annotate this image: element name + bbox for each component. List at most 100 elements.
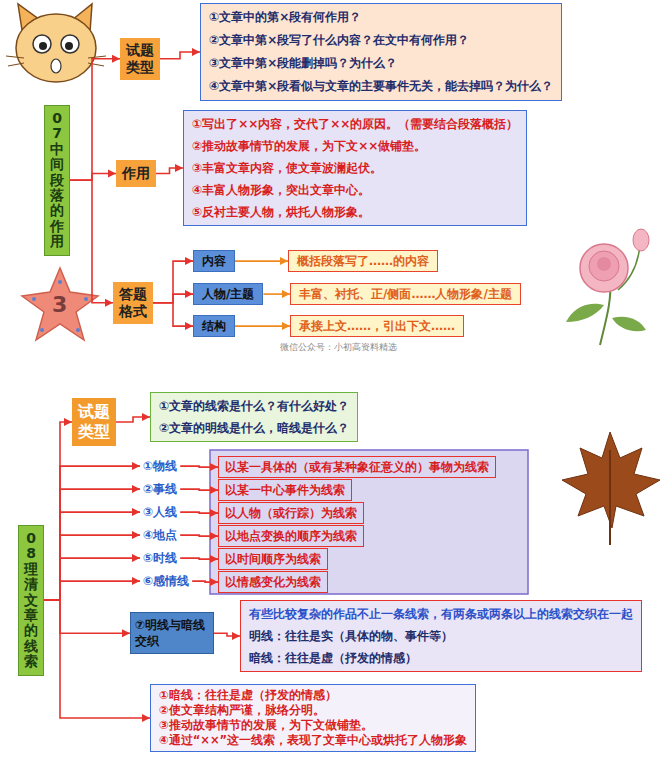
answer-box: 概括段落写了……的内容: [288, 250, 438, 272]
connector-arrow: [214, 633, 240, 636]
node-text: ⑥感情线: [143, 573, 189, 589]
maple-leaf-illustration: [562, 432, 660, 545]
connector-arrow: [70, 180, 113, 303]
answer-box: 丰富、衬托、正/侧面……人物形象/主题: [290, 283, 521, 305]
summary-box: ①暗线：往往是虚（抒发的情感）②使文章结构严谨，脉络分明。③推动故事情节的发展，…: [150, 684, 476, 752]
topic-box: 07中间段落的作用: [44, 105, 70, 256]
clue-type: ③人线: [140, 502, 180, 522]
node-text: ②使文章结构严谨，脉络分明。: [159, 703, 467, 718]
node-text: 承接上文……，引出下文……: [299, 318, 455, 334]
node-text: 丰富、衬托、正/侧面……人物形象/主题: [299, 286, 512, 302]
node-text: ②文章中第×段写了什么内容？在文中有何作用？: [209, 29, 553, 52]
node-text: 试题类型: [126, 42, 154, 76]
connector-arrow: [180, 558, 218, 559]
node-text: 07中间段落的作用: [49, 111, 65, 250]
aspect-box: 内容: [193, 250, 235, 272]
node-text: ④地点: [143, 527, 177, 543]
question-box: ①文章的线索是什么？有什么好处？②文章的明线是什么，暗线是什么？: [150, 392, 358, 442]
connector-arrow: [235, 325, 290, 327]
node-text: ⑦明线与暗线交织: [135, 617, 209, 649]
connector-arrow: [235, 260, 288, 262]
connector-arrow: [44, 558, 140, 600]
connector-arrow: [180, 512, 218, 513]
node-text: ③推动故事情节的发展，为下文做铺垫。: [159, 718, 467, 733]
aspect-box: 结构: [193, 315, 235, 337]
connector-arrow: [153, 261, 193, 303]
connector-arrow: [116, 417, 150, 422]
connector-arrow: [180, 466, 218, 467]
connector-arrow: [192, 581, 218, 582]
definition-box: 以人物（或行踪）为线索: [218, 502, 364, 524]
definition-box: 以某一中心事件为线索: [218, 479, 352, 501]
connector-arrow: [44, 535, 140, 600]
definition-box: 以某一具体的（或有某种象征意义的）事物为线索: [218, 456, 496, 478]
note-box: 有些比较复杂的作品不止一条线索，有两条或两条以上的线索交织在一起明线：往往是实（…: [240, 600, 642, 672]
node-text: 试题类型: [78, 402, 110, 442]
category-box: 试题类型: [120, 38, 160, 80]
clue-type: ④地点: [140, 525, 180, 545]
watermark: 微信公众号：小初高资料精选: [280, 341, 397, 354]
node-text: 以某一中心事件为线索: [225, 482, 345, 498]
node-text: ③文章中第×段能删掉吗？为什么？: [209, 52, 553, 75]
definition-box: 以情感变化为线索: [218, 571, 328, 593]
node-text: 08理清文章的线索: [23, 531, 39, 670]
node-text: 以地点变换的顺序为线索: [225, 528, 357, 544]
connector-arrow: [44, 489, 140, 600]
starfish-illustration: [22, 268, 98, 340]
node-text: 暗线：往往是虚（抒发的情感）: [249, 647, 633, 669]
node-text: ③人线: [143, 504, 177, 520]
connector-arrow: [153, 303, 193, 326]
connector-arrow: [44, 512, 140, 600]
connector-arrow: [160, 52, 200, 59]
rose-illustration: [566, 229, 649, 345]
node-text: ②推动故事情节的发展，为下文××做铺垫。: [192, 135, 518, 157]
node-text: 内容: [202, 253, 226, 269]
connector-arrow: [44, 581, 140, 600]
connector-arrow: [180, 489, 218, 490]
connector-arrow: [44, 422, 72, 600]
node-text: ④文章中第×段看似与文章的主要事件无关，能去掉吗？为什么？: [209, 75, 553, 98]
connector-arrow: [263, 293, 290, 295]
node-text: 以时间顺序为线索: [225, 551, 321, 567]
category-box: 试题类型: [72, 398, 116, 446]
definition-panel: [210, 450, 528, 594]
answer-box: 承接上文……，引出下文……: [290, 315, 464, 337]
node-text: 人物/主题: [202, 286, 254, 302]
node-text: ②事线: [143, 481, 177, 497]
node-text: ④通过“××”这一线索，表现了文章中心或烘托了人物形象: [159, 733, 467, 748]
node-text: ④丰富人物形象，突出文章中心。: [192, 179, 518, 201]
node-text: 结构: [202, 318, 226, 334]
connector-arrow: [180, 535, 218, 536]
node-text: ⑤时线: [143, 550, 177, 566]
node-text: ②文章的明线是什么，暗线是什么？: [159, 417, 349, 439]
node-text: ①物线: [143, 458, 177, 474]
node-text: ①暗线：往往是虚（抒发的情感）: [159, 688, 467, 703]
node-text: ①文章的线索是什么？有什么好处？: [159, 395, 349, 417]
question-box: ①文章中的第×段有何作用？②文章中第×段写了什么内容？在文中有何作用？③文章中第…: [200, 3, 562, 101]
cat-illustration: [6, 4, 106, 82]
definition-box: 以地点变换的顺序为线索: [218, 525, 364, 547]
category-box: 答题格式: [113, 282, 153, 324]
node-text: 有些比较复杂的作品不止一条线索，有两条或两条以上的线索交织在一起: [249, 603, 633, 625]
node-text: 作用: [122, 164, 150, 183]
effect-box: ①写出了××内容，交代了××的原因。（需要结合段落概括）②推动故事情节的发展，为…: [183, 110, 527, 226]
topic-box: 08理清文章的线索: [18, 525, 44, 676]
connector-arrow: [70, 59, 120, 180]
connector-arrow: [70, 173, 116, 180]
connector-arrow: [156, 168, 183, 173]
node-text: ①写出了××内容，交代了××的原因。（需要结合段落概括）: [192, 113, 518, 135]
definition-box: 以时间顺序为线索: [218, 548, 328, 570]
clue-type: ⑥感情线: [140, 571, 192, 591]
clue-type-box: ⑦明线与暗线交织: [130, 612, 214, 654]
node-text: 明线：往往是实（具体的物、事件等）: [249, 625, 633, 647]
category-box: 作用: [116, 160, 156, 187]
clue-type: ⑤时线: [140, 548, 180, 568]
node-text: 以人物（或行踪）为线索: [225, 505, 357, 521]
node-text: ⑤反衬主要人物，烘托人物形象。: [192, 201, 518, 223]
node-text: ③丰富文章内容，使文章波澜起伏。: [192, 157, 518, 179]
clue-type: ②事线: [140, 479, 180, 499]
node-text: 以情感变化为线索: [225, 574, 321, 590]
callout-number: 3: [52, 292, 67, 317]
connector-arrow: [44, 600, 130, 633]
aspect-box: 人物/主题: [193, 283, 263, 305]
